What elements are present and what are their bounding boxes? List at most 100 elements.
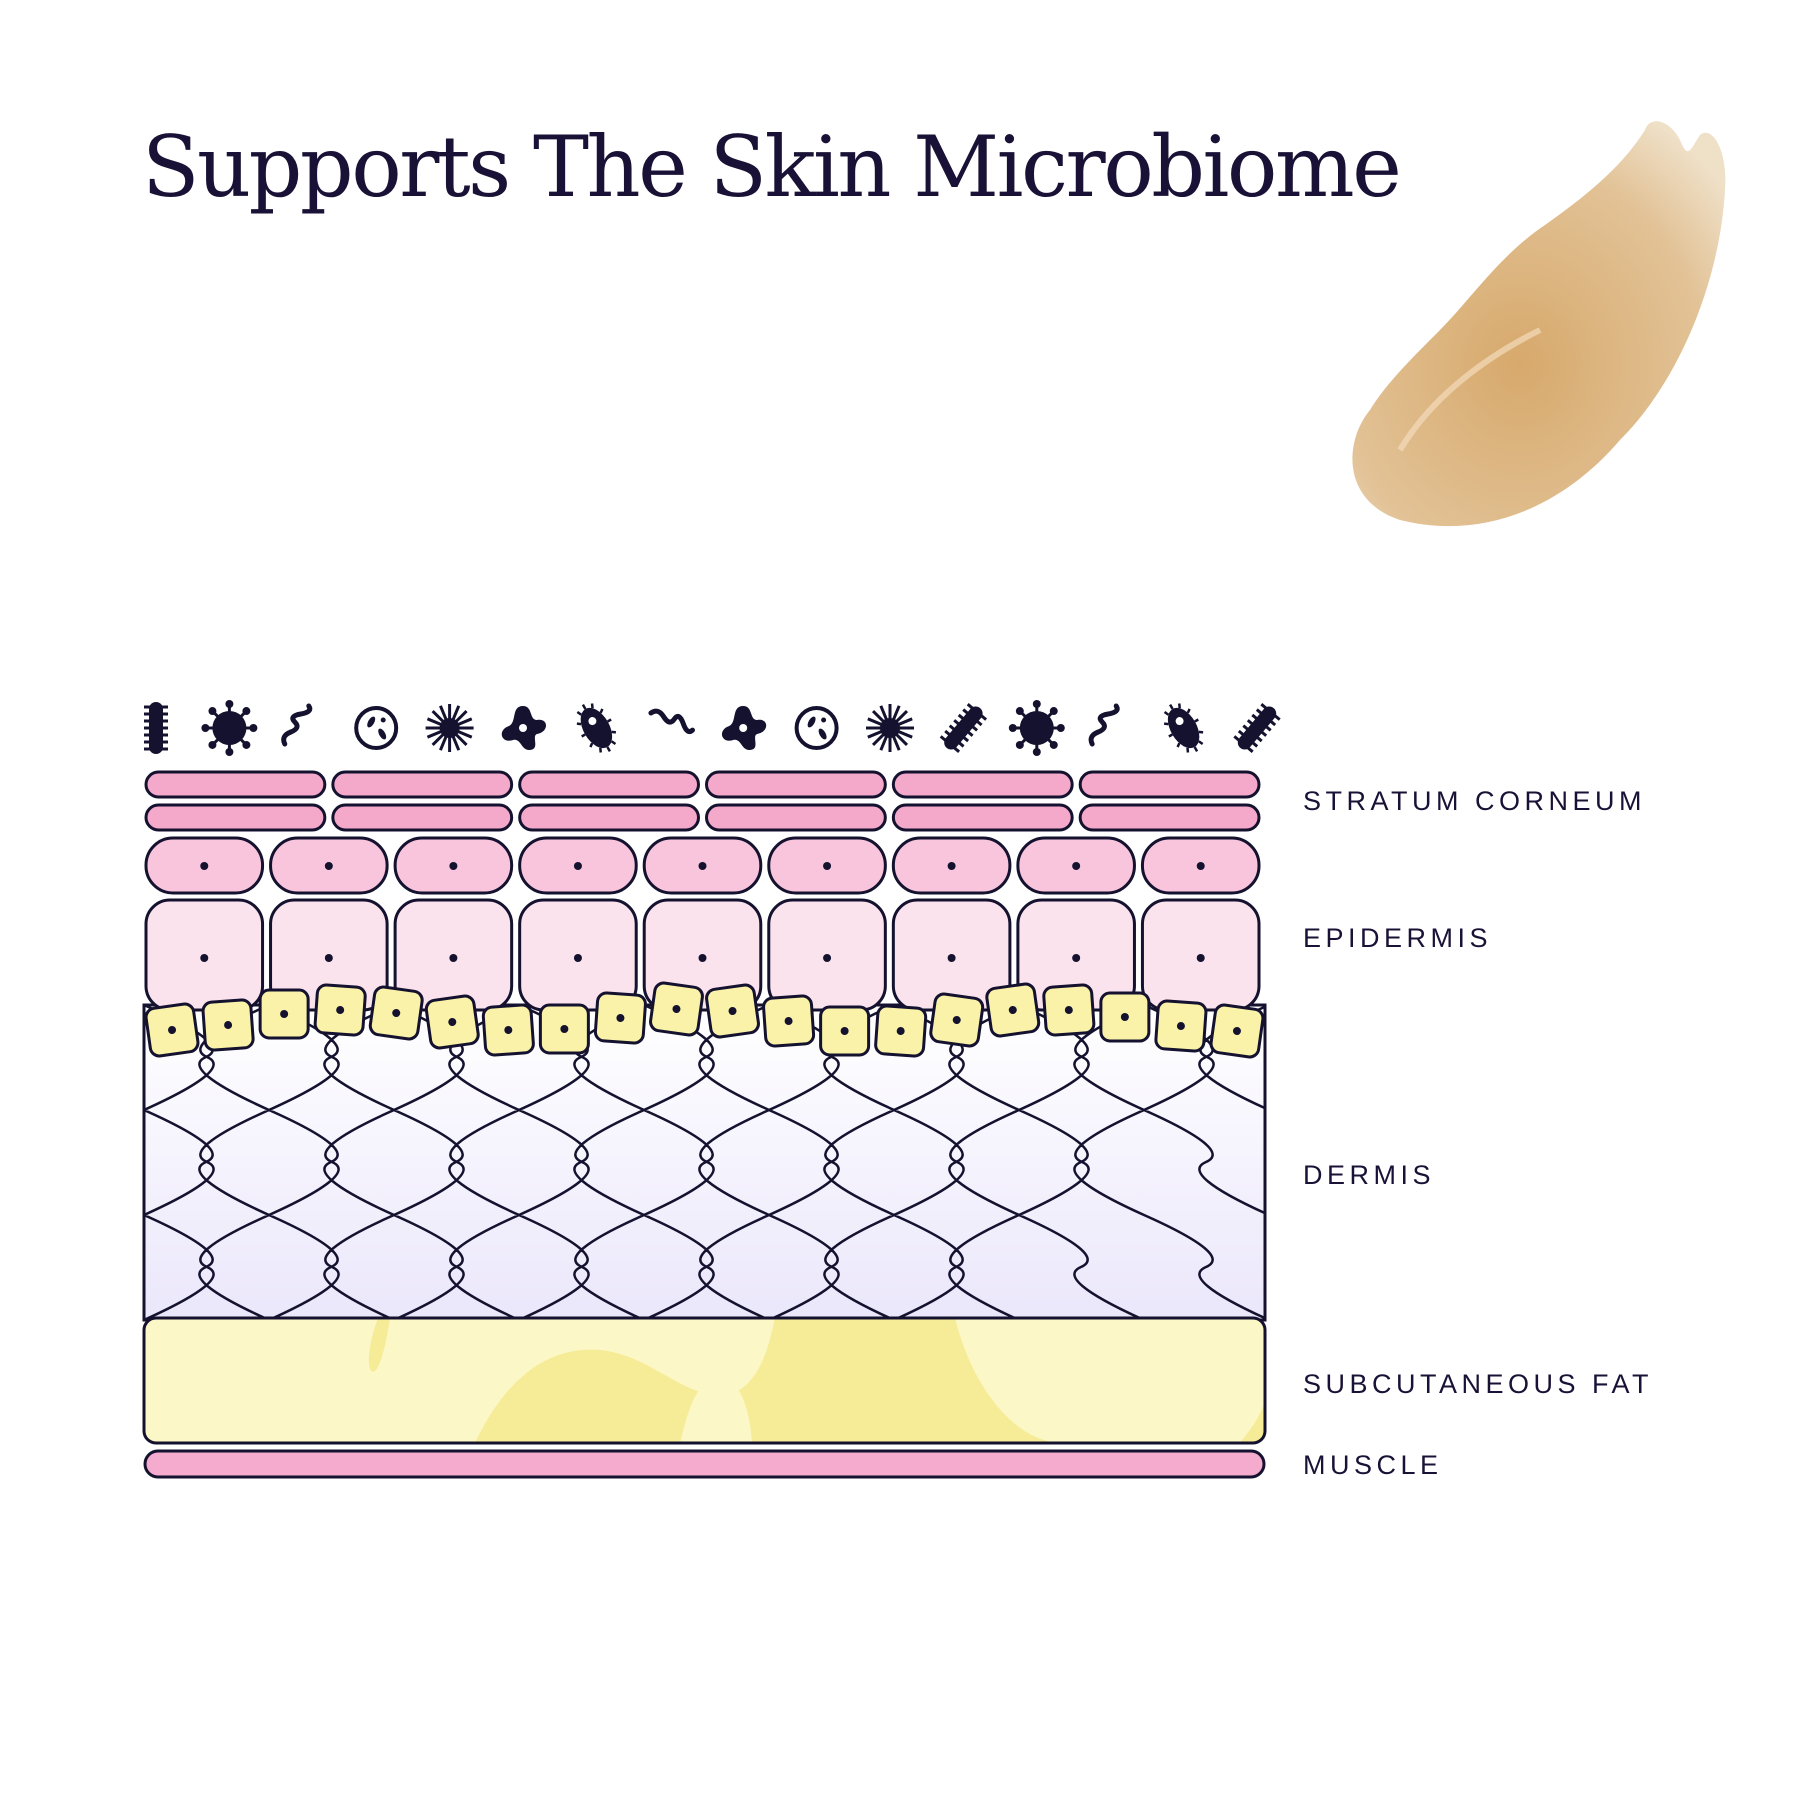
dermis-layer bbox=[142, 1003, 1267, 1322]
spike bbox=[449, 726, 473, 739]
bacterium-body bbox=[1167, 707, 1200, 749]
corneocyte bbox=[705, 803, 887, 832]
rod-cilia bbox=[957, 713, 979, 732]
cell-nucleus bbox=[952, 1016, 961, 1024]
spike bbox=[879, 705, 892, 729]
cell-nucleus bbox=[1176, 1022, 1185, 1030]
corneocyte bbox=[331, 803, 514, 832]
cilium bbox=[576, 710, 582, 716]
organelle bbox=[380, 717, 386, 723]
rod-cilia bbox=[962, 708, 983, 727]
corneocyte bbox=[144, 770, 327, 799]
cell-nucleus bbox=[1120, 1013, 1129, 1021]
cell-nucleus bbox=[449, 954, 458, 962]
cell-nucleus bbox=[504, 1026, 513, 1034]
spike bbox=[888, 727, 901, 751]
cell-membrane bbox=[794, 706, 839, 750]
rod-cilia bbox=[1242, 724, 1263, 743]
cilium bbox=[1163, 710, 1170, 716]
cilium bbox=[1186, 708, 1191, 714]
amoeba-nucleus bbox=[519, 724, 527, 732]
spike bbox=[439, 727, 451, 751]
cilium bbox=[590, 703, 594, 709]
cilium bbox=[610, 740, 617, 746]
cell-nucleus bbox=[1008, 1006, 1017, 1014]
cell-nucleus bbox=[698, 954, 707, 962]
spike bbox=[867, 726, 891, 739]
cell-nucleus bbox=[672, 1005, 681, 1013]
basal-cell bbox=[313, 983, 367, 1037]
corneocyte bbox=[1078, 803, 1261, 832]
cell-nucleus bbox=[840, 1027, 849, 1035]
virus-icon bbox=[1008, 700, 1065, 756]
virus-stalk bbox=[1035, 726, 1055, 747]
rod-cilia bbox=[939, 735, 961, 753]
cilium bbox=[581, 733, 586, 738]
rod-bacterium-icon bbox=[1233, 703, 1281, 753]
cell-nucleus bbox=[823, 954, 832, 962]
virus-stalk bbox=[228, 709, 248, 730]
corneocyte bbox=[891, 803, 1074, 832]
organelle bbox=[821, 717, 827, 723]
label-subcutaneous-fat: SUBCUTANEOUS FAT bbox=[1303, 1369, 1654, 1399]
cilium bbox=[576, 722, 582, 726]
label-stratum-corneum: STRATUM CORNEUM bbox=[1303, 786, 1646, 816]
basal-cell bbox=[144, 1002, 200, 1058]
cilium bbox=[1163, 722, 1169, 726]
cell-nucleus bbox=[1072, 954, 1081, 962]
cell-icon bbox=[354, 706, 399, 750]
cell-nucleus bbox=[573, 862, 582, 870]
cell-nucleus bbox=[573, 954, 582, 962]
cilium bbox=[1168, 733, 1173, 738]
organelle bbox=[378, 728, 387, 740]
corneocyte bbox=[518, 770, 701, 799]
spiral-body bbox=[281, 703, 313, 747]
cilium bbox=[1194, 718, 1199, 723]
cilium bbox=[606, 746, 611, 753]
cell-nucleus bbox=[168, 1026, 177, 1034]
cell-nucleus bbox=[1196, 862, 1205, 870]
ciliated-bacterium-icon bbox=[576, 703, 617, 753]
cell-nucleus bbox=[823, 862, 832, 870]
cell-nucleus bbox=[324, 862, 333, 870]
rod-cilia bbox=[966, 703, 988, 721]
cilium bbox=[599, 747, 602, 753]
corneocyte bbox=[331, 770, 514, 799]
corneocyte bbox=[518, 803, 701, 832]
virus-stalk bbox=[1018, 726, 1038, 747]
virus-stalk bbox=[211, 726, 231, 747]
rod-cilia bbox=[1260, 703, 1281, 721]
cell-icon bbox=[794, 706, 839, 750]
cell-nucleus bbox=[200, 862, 209, 870]
page-title: Supports The Skin Microbiome bbox=[142, 118, 1402, 216]
corneocyte bbox=[705, 770, 887, 799]
spike bbox=[889, 726, 913, 739]
spike bbox=[448, 727, 461, 751]
basal-cell bbox=[1154, 999, 1208, 1053]
basal-cell bbox=[1099, 991, 1151, 1043]
cell-nucleus bbox=[560, 1025, 569, 1033]
basal-cell bbox=[368, 985, 424, 1041]
cell-nucleus bbox=[728, 1007, 737, 1015]
basal-cell bbox=[649, 981, 704, 1037]
ciliated-shape bbox=[1163, 703, 1204, 753]
virus-icon bbox=[201, 700, 258, 756]
spike bbox=[439, 705, 451, 729]
bacterium-body bbox=[580, 707, 613, 749]
spike bbox=[431, 726, 451, 747]
basal-cell bbox=[1209, 1003, 1265, 1059]
cell-nucleus bbox=[1196, 954, 1205, 962]
cell-nucleus bbox=[896, 1027, 905, 1035]
virus-stalk bbox=[211, 709, 231, 730]
organelle bbox=[818, 728, 827, 740]
cell-nucleus bbox=[280, 1010, 289, 1018]
spike bbox=[426, 726, 451, 739]
spike bbox=[888, 726, 909, 747]
cilium bbox=[581, 703, 587, 710]
basal-cell bbox=[424, 994, 480, 1050]
cilium bbox=[607, 718, 612, 723]
corneocyte bbox=[1078, 770, 1261, 799]
microbes-row bbox=[144, 700, 1281, 756]
spirillum-icon bbox=[1088, 703, 1120, 747]
